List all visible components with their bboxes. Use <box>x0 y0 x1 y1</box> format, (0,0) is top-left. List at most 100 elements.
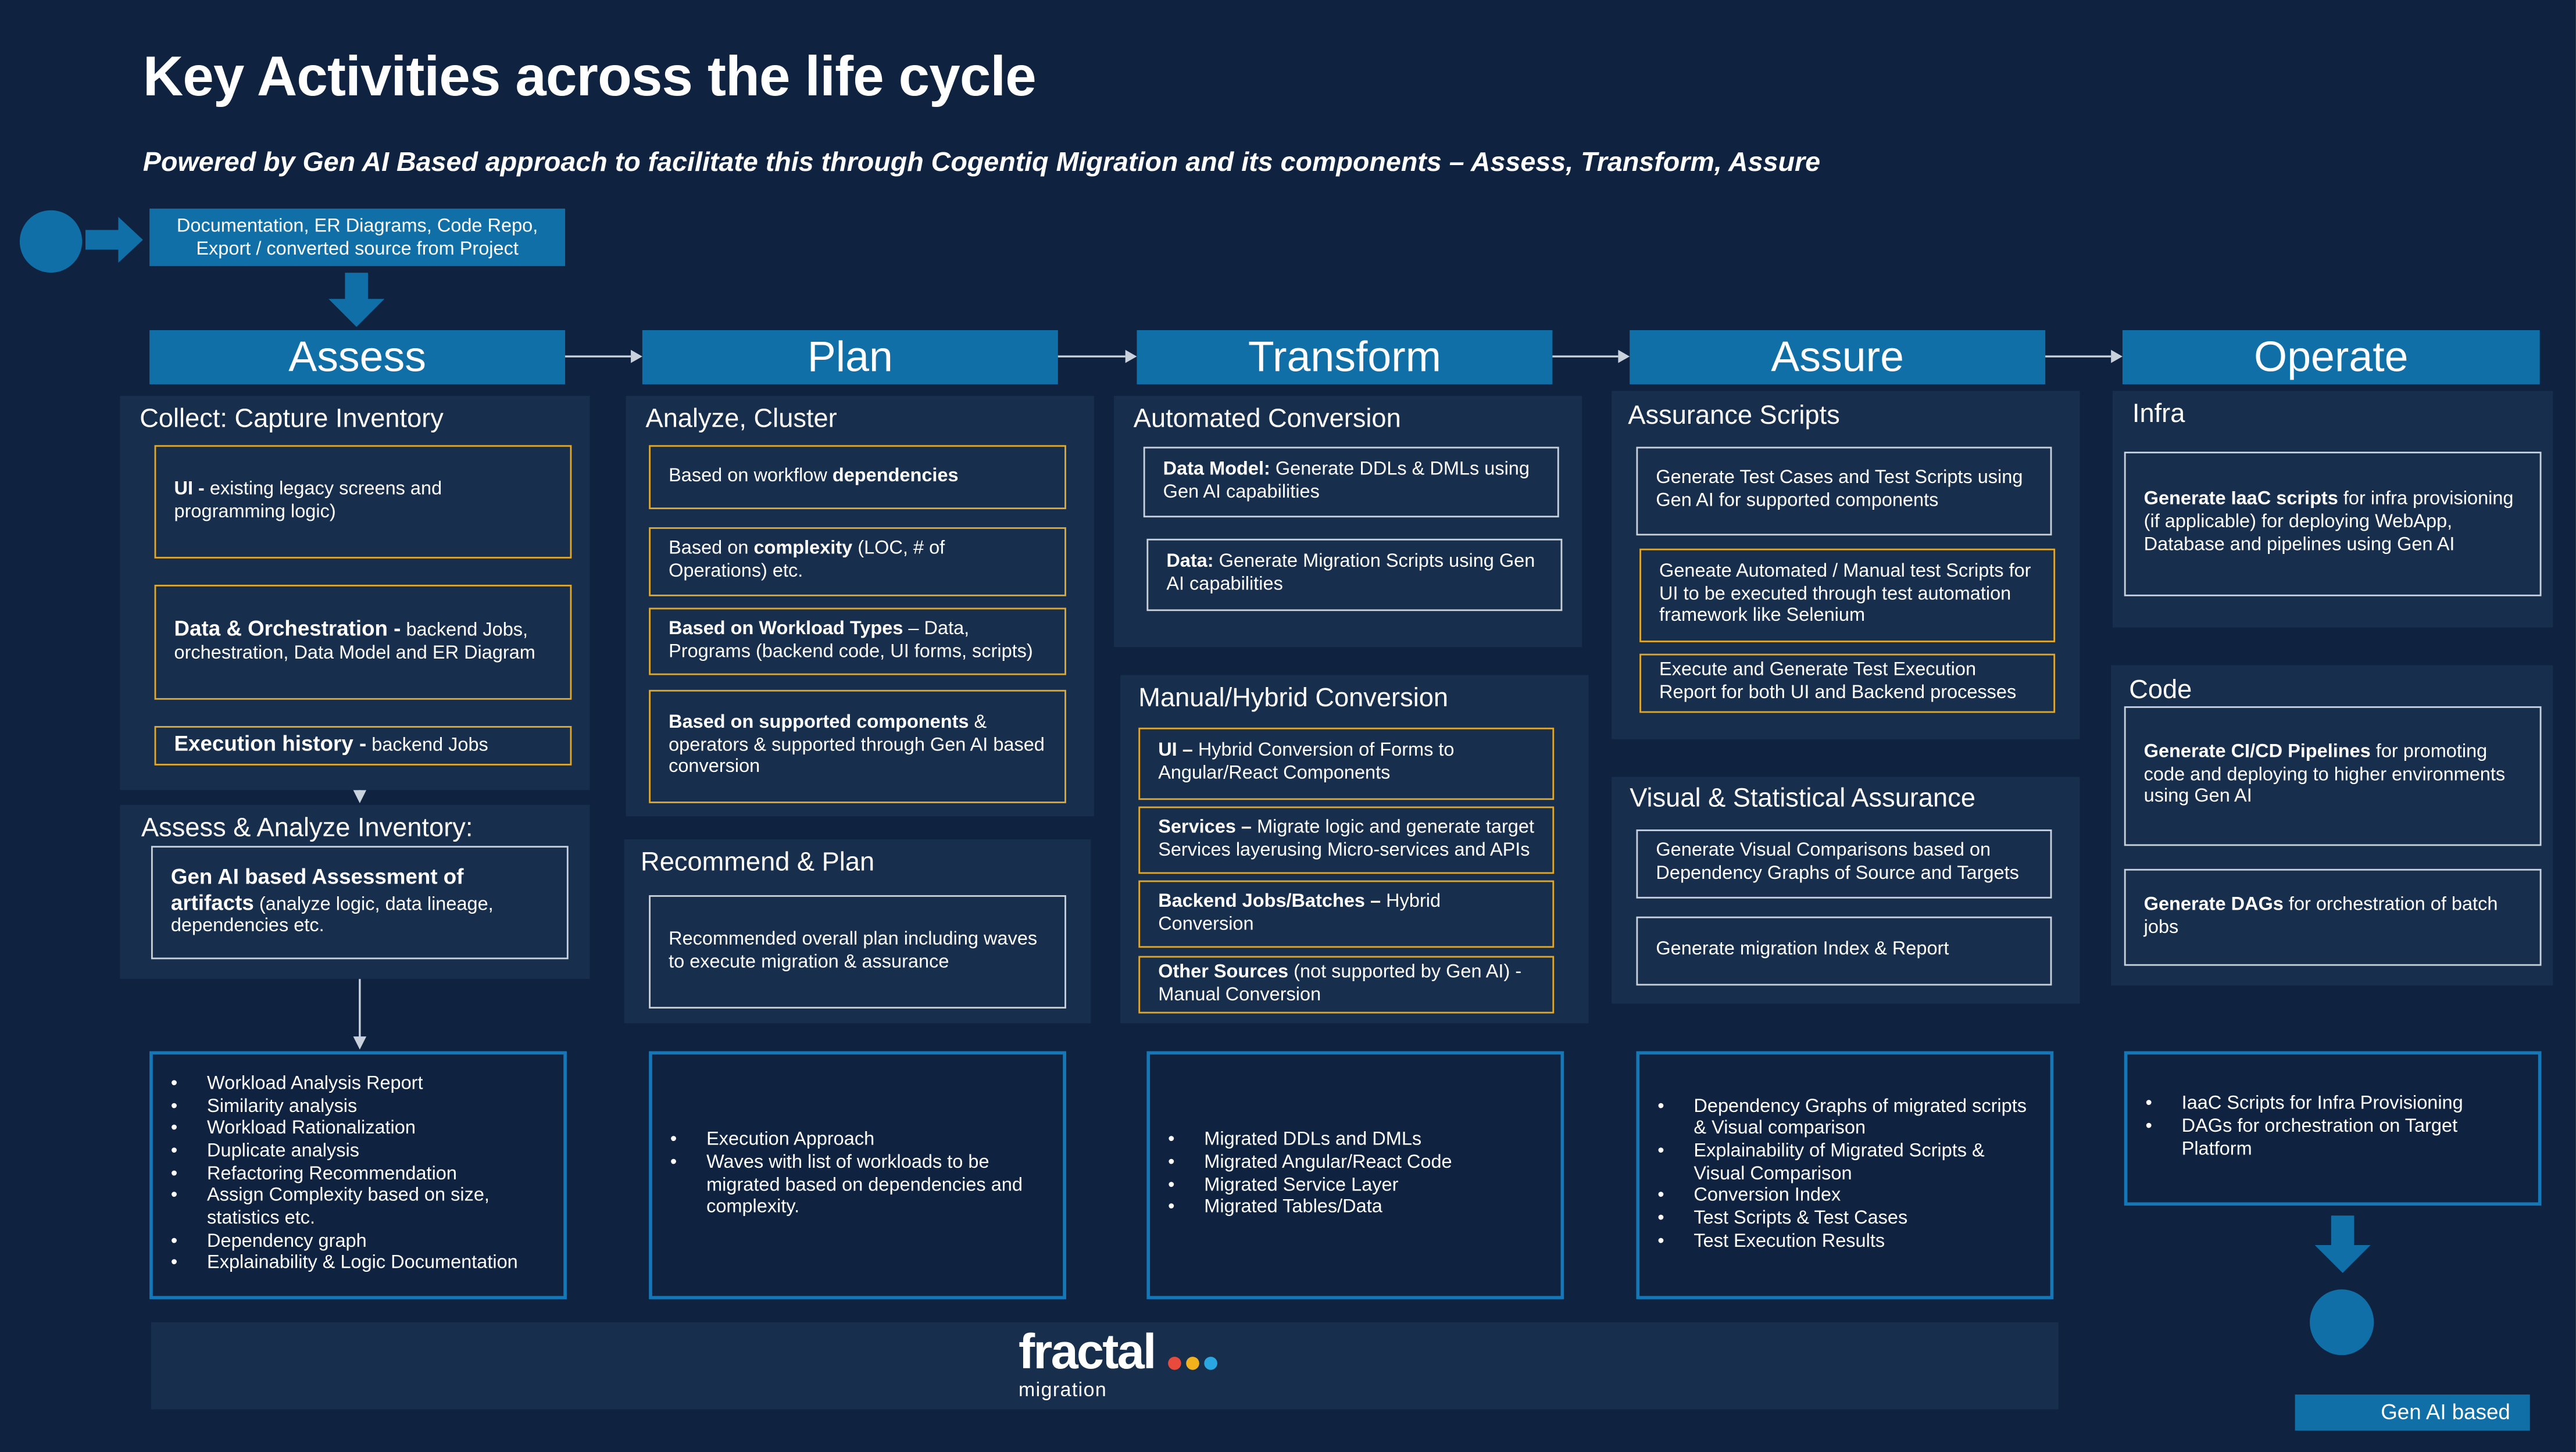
page-subtitle: Powered by Gen AI Based approach to faci… <box>142 148 1821 178</box>
logo-dot-blue <box>1204 1357 1217 1370</box>
transform-ui-bold: UI – <box>1158 741 1193 761</box>
list-item: Explainability & Logic Documentation <box>171 1254 547 1276</box>
transform-auto-title: Automated Conversion <box>1133 405 1401 434</box>
transform-os-bold: Other Sources <box>1158 962 1289 982</box>
assure-visual-title: Visual & Statistical Assurance <box>1630 785 1975 813</box>
assure-visual-box: Generate Visual Comparisons based on Dep… <box>1636 829 2052 899</box>
plan-b4-text: & operators & supported through Gen AI b… <box>669 712 1045 778</box>
footer-logo: fractal migration <box>1018 1325 1232 1401</box>
plan-supported-box: Based on supported components & operator… <box>649 689 1066 803</box>
assess-genai-box: Gen AI based Assessment of artifacts (an… <box>151 846 569 960</box>
phase-plan: Plan <box>642 330 1058 385</box>
assess-ui-box: UI - existing legacy screens and program… <box>154 445 572 559</box>
assess-data-bold: Data & Orchestration - <box>174 616 401 641</box>
plan-analyze-panel <box>626 396 1094 817</box>
transform-dm-text: Generate DDLs & DMLs using Gen AI capabi… <box>1163 459 1530 502</box>
plan-recommend-text: Recommended overall plan including waves… <box>669 929 1038 972</box>
list-item: Similarity analysis <box>171 1096 547 1119</box>
legend-gen-ai: Gen AI based <box>2295 1394 2530 1431</box>
assess-exec-box: Execution history - backend Jobs <box>154 726 572 766</box>
transform-data-bold: Data: <box>1166 552 1214 572</box>
phase-assess: Assess <box>149 330 566 385</box>
list-item: Assign Complexity based on size, statist… <box>171 1186 547 1231</box>
list-item: Refactoring Recommendation <box>171 1164 547 1186</box>
list-item: Explainability of Migrated Scripts & Vis… <box>1657 1142 2034 1186</box>
plan-outputs-box: Execution Approach Waves with list of wo… <box>649 1051 1066 1300</box>
logo-subtext: migration <box>1018 1378 1107 1401</box>
operate-cicd-text: for promoting code and deploying to high… <box>2143 742 2506 807</box>
logo-dot-yellow <box>1186 1357 1199 1370</box>
transform-outputs-box: Migrated DDLs and DMLs Migrated Angular/… <box>1146 1051 1564 1300</box>
operate-iaac-text: for infra provisioning (if applicable) f… <box>2143 489 2514 555</box>
plan-b3-text: – Data, Programs (backend code, UI forms… <box>669 618 1033 661</box>
transform-backend-box: Backend Jobs/Batches – Hybrid Conversion <box>1138 880 1555 948</box>
assess-exec-bold: Execution history - <box>174 731 367 756</box>
list-item: Workload Analysis Report <box>171 1074 547 1097</box>
plan-b1-text: Based on workflow <box>669 466 833 486</box>
assure-testcases-box: Generate Test Cases and Test Scripts usi… <box>1636 446 2052 536</box>
transform-other-box: Other Sources (not supported by Gen AI) … <box>1138 956 1555 1014</box>
assure-scripts-title: Assurance Scripts <box>1628 402 1840 431</box>
list-item: Migrated Service Layer <box>1168 1175 1544 1198</box>
operate-dag-box: Generate DAGs for orchestration of batch… <box>2124 868 2542 966</box>
operate-infra-panel <box>2112 391 2553 628</box>
transform-manual-panel <box>1120 675 1589 1024</box>
list-item: Test Scripts & Test Cases <box>1657 1209 2034 1232</box>
assure-s2-text: Geneate Automated / Manual test Scripts … <box>1659 561 2031 627</box>
list-item: IaaC Scripts for Infra Provisioning <box>2145 1095 2522 1117</box>
assure-s3-text: Execute and Generate Test Execution Repo… <box>1659 660 2017 703</box>
logo-text: fractal <box>1018 1325 1156 1380</box>
source-line-1: Documentation, ER Diagrams, Code Repo, <box>176 217 538 237</box>
assure-automated-box: Geneate Automated / Manual test Scripts … <box>1639 548 2056 642</box>
assure-v1-text: Generate Visual Comparisons based on Dep… <box>1656 841 2019 884</box>
plan-b2-text: Based on <box>669 539 754 559</box>
assure-execute-box: Execute and Generate Test Execution Repo… <box>1639 653 2056 713</box>
source-line-2: Export / converted source from Project <box>196 239 519 260</box>
phase-operate: Operate <box>2122 330 2540 385</box>
assess-analyze-panel <box>120 804 590 979</box>
plan-dependencies-box: Based on workflow dependencies <box>649 445 1066 509</box>
operate-cicd-bold: Generate CI/CD Pipelines <box>2143 742 2371 762</box>
transform-svc-text: Migrate logic and generate target Servic… <box>1158 817 1534 860</box>
assess-exec-text: backend Jobs <box>366 736 488 756</box>
assess-ui-bold: UI - <box>174 479 205 499</box>
transform-ui-box: UI – Hybrid Conversion of Forms to Angul… <box>1138 727 1555 800</box>
list-item: Workload Rationalization <box>171 1119 547 1142</box>
assess-genai-text: (analyze logic, data lineage, dependenci… <box>170 894 494 937</box>
assure-v2-text: Generate migration Index & Report <box>1656 939 1949 960</box>
transform-bj-text: Hybrid Conversion <box>1158 891 1441 934</box>
list-item: Test Execution Results <box>1657 1232 2034 1254</box>
assess-data-box: Data & Orchestration - backend Jobs, orc… <box>154 584 572 700</box>
plan-b2-bold: complexity <box>753 539 853 559</box>
page-title: Key Activities across the life cycle <box>142 46 1037 109</box>
plan-recommend-box: Recommended overall plan including waves… <box>649 895 1066 1009</box>
assess-outputs-box: Workload Analysis Report Similarity anal… <box>149 1051 567 1300</box>
operate-iaac-bold: Generate IaaC scripts <box>2143 489 2338 510</box>
list-item: Dependency graph <box>171 1232 547 1254</box>
operate-outputs-box: IaaC Scripts for Infra Provisioning DAGs… <box>2124 1051 2542 1206</box>
list-item: Duplicate analysis <box>171 1142 547 1164</box>
source-box: Documentation, ER Diagrams, Code Repo, E… <box>149 208 566 266</box>
plan-b2-tail: (LOC, # of Operations) etc. <box>669 539 945 582</box>
list-item: Migrated Tables/Data <box>1168 1198 1544 1221</box>
list-item: Execution Approach <box>670 1130 1046 1153</box>
transform-bj-bold: Backend Jobs/Batches – <box>1158 891 1381 911</box>
assess-collect-title: Collect: Capture Inventory <box>140 405 444 434</box>
input-circle <box>19 210 83 273</box>
operate-dag-text: for orchestration of batch jobs <box>2143 895 2498 938</box>
transform-datamodel-box: Data Model: Generate DDLs & DMLs using G… <box>1143 446 1559 518</box>
transform-dm-bold: Data Model: <box>1163 459 1270 480</box>
list-item: Conversion Index <box>1657 1186 2034 1209</box>
logo-dot-red <box>1168 1357 1181 1370</box>
assure-outputs-box: Dependency Graphs of migrated scripts & … <box>1636 1051 2054 1300</box>
plan-analyze-title: Analyze, Cluster <box>645 405 837 434</box>
phase-assure: Assure <box>1630 330 2046 385</box>
output-down-arrow-icon <box>2314 1215 2371 1273</box>
assess-collect-panel <box>120 396 590 791</box>
down-arrow-icon <box>328 273 385 327</box>
assess-data-text: backend Jobs, orchestration, Data Model … <box>174 621 535 664</box>
list-item: Migrated DDLs and DMLs <box>1168 1130 1544 1153</box>
assure-scripts-panel <box>1612 391 2080 739</box>
output-circle <box>2310 1289 2374 1356</box>
